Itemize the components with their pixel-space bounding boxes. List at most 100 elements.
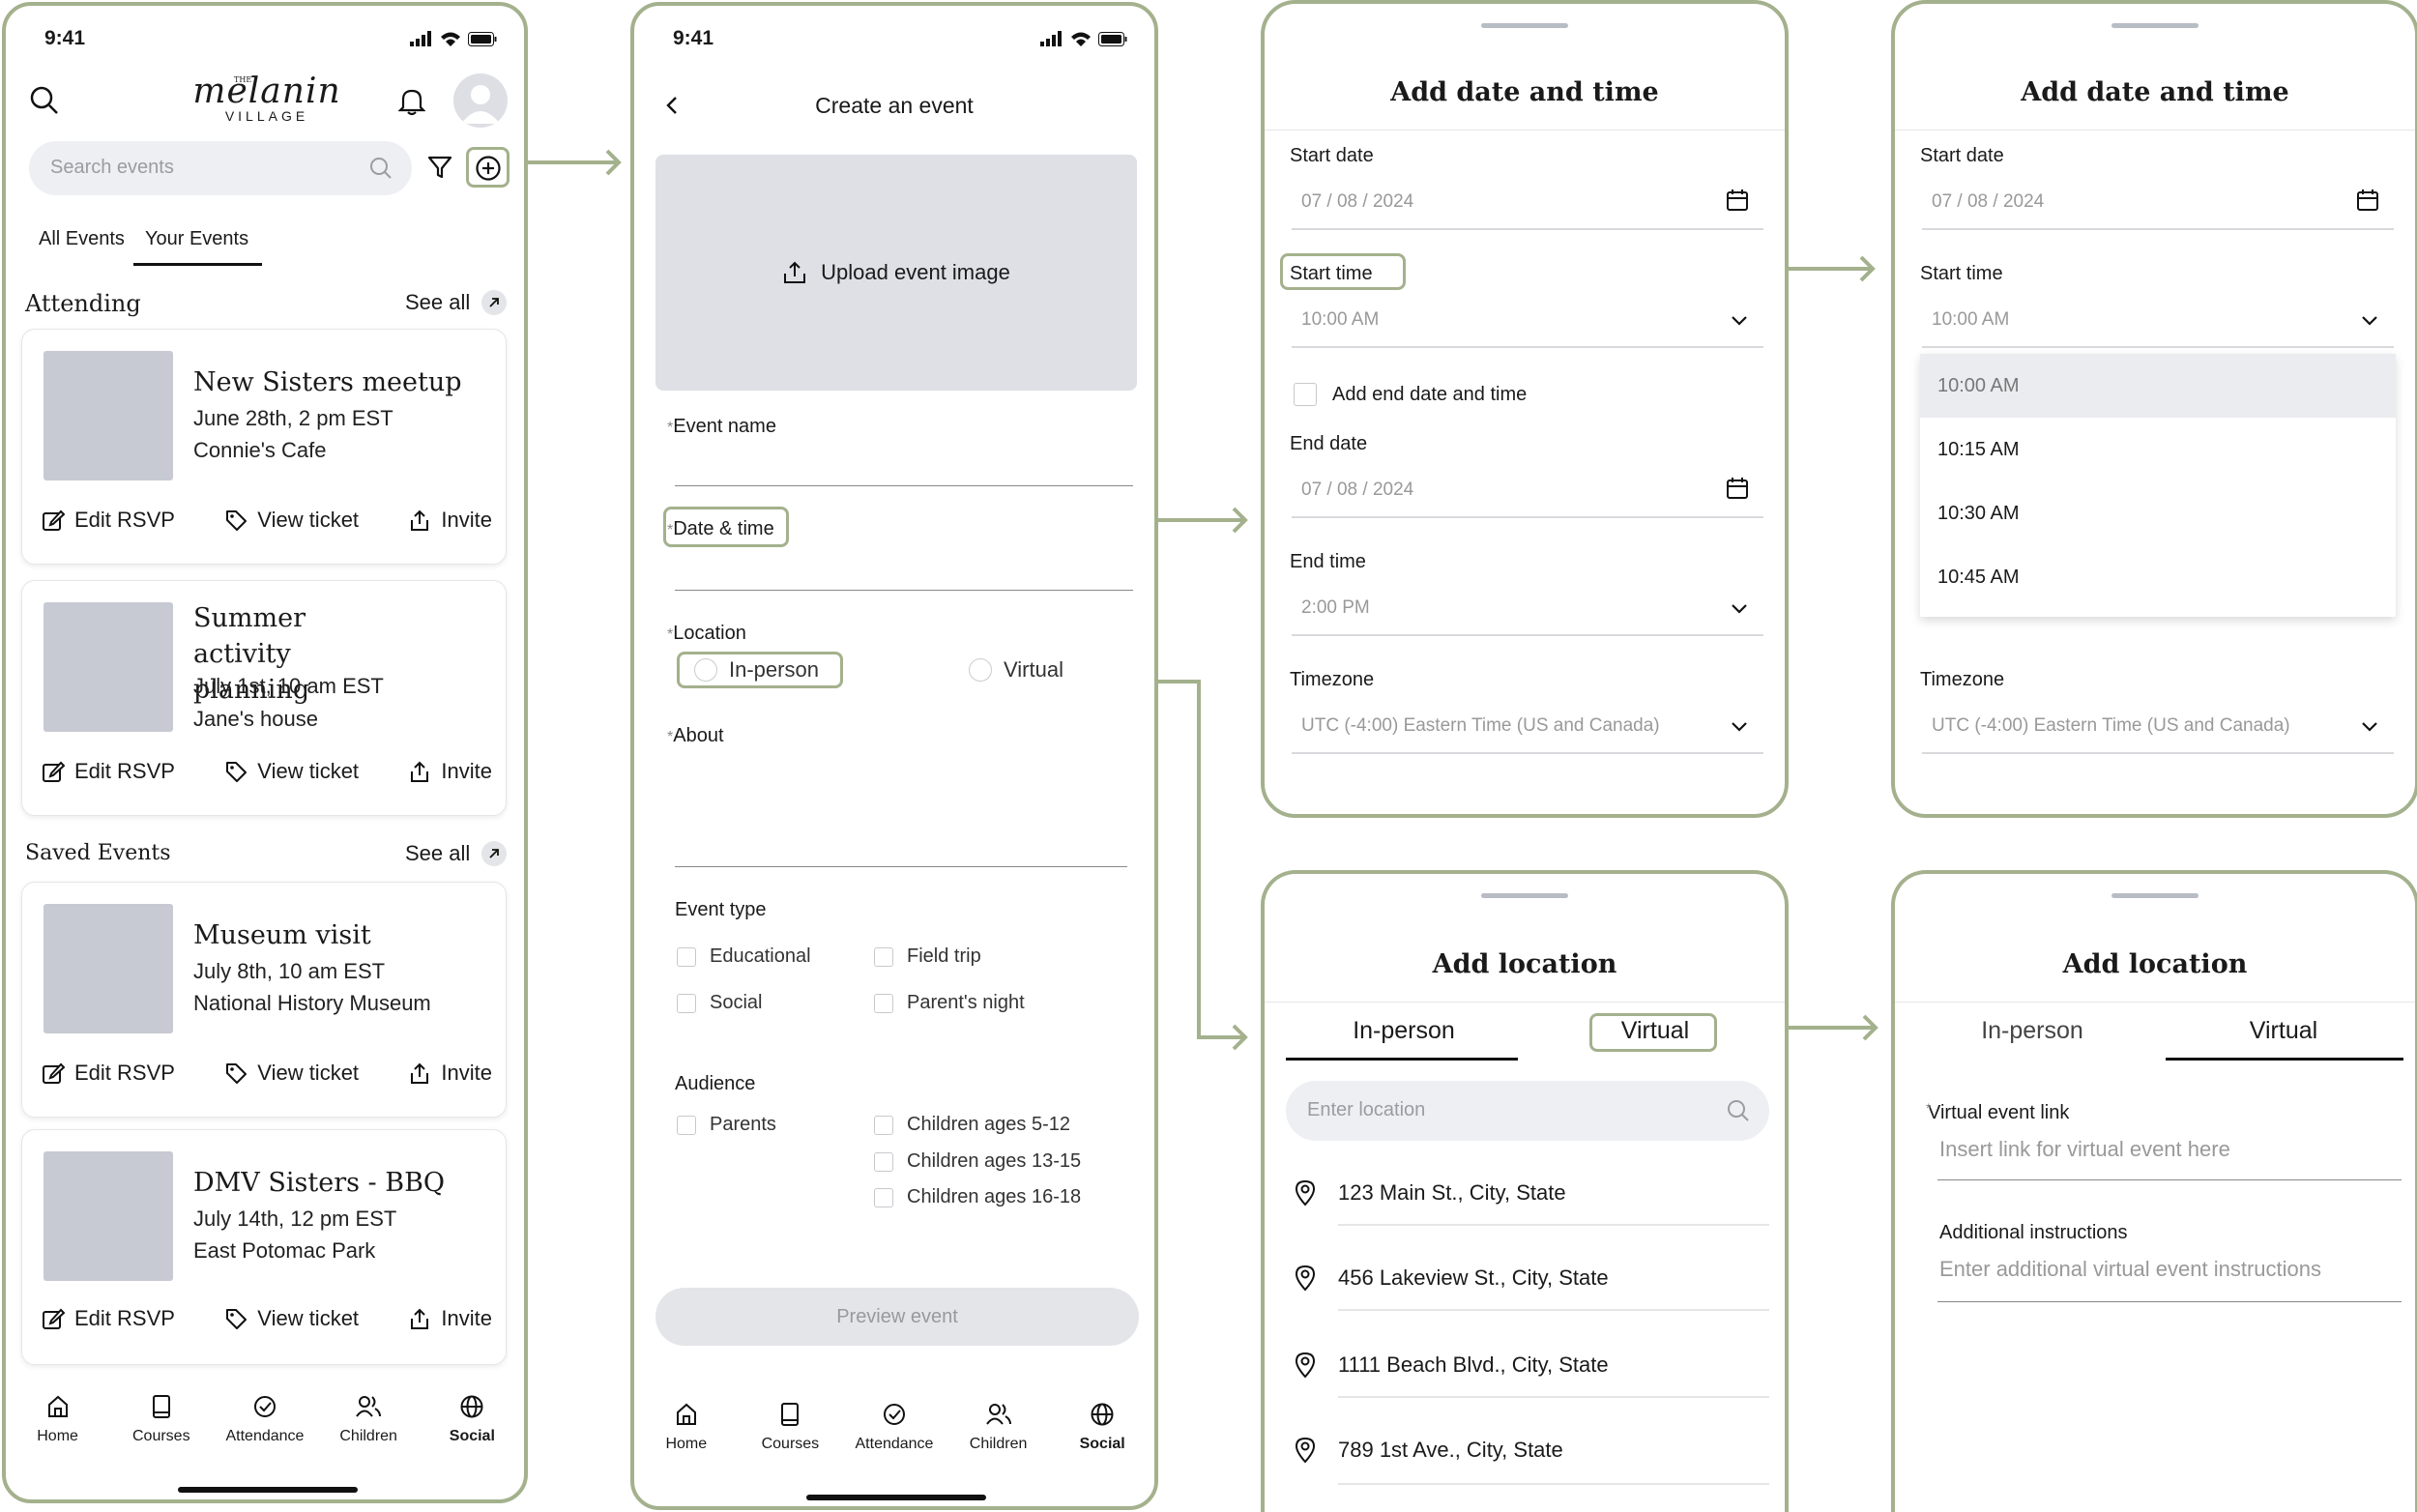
event-card[interactable]: New Sisters meetup June 28th, 2 pm EST C… [21,329,507,565]
chevron-down-icon[interactable] [2359,309,2380,331]
checkbox-social[interactable]: Social [677,992,762,1014]
location-in-person-sheet: Add location In-person Virtual Enter loc… [1261,870,1789,1512]
location-result[interactable]: 456 Lakeview St., City, State [1294,1265,1609,1292]
nav-home[interactable]: Home [643,1402,730,1453]
timezone-label: Timezone [1290,669,1375,690]
nav-social[interactable]: Social [428,1394,515,1445]
tab-your-events[interactable]: Your Events [145,228,249,249]
checkbox-field-trip[interactable]: Field trip [874,945,981,968]
nav-courses[interactable]: Courses [746,1402,833,1453]
chevron-down-icon[interactable] [2359,715,2380,737]
chevron-left-icon[interactable] [663,95,681,116]
time-option[interactable]: 10:00 AM [1920,354,2396,418]
location-search-input[interactable]: Enter location [1286,1081,1769,1141]
saved-see-all[interactable]: See all [405,841,508,866]
sheet-grabber[interactable] [1481,893,1568,898]
sheet-grabber[interactable] [1481,23,1568,28]
event-title: DMV Sisters - BBQ [193,1168,446,1198]
upload-image-area[interactable]: Upload event image [655,155,1137,391]
invite-button[interactable]: Invite [408,759,492,784]
tab-all-events[interactable]: All Events [39,228,125,249]
timezone-select[interactable]: UTC (-4:00) Eastern Time (US and Canada) [1301,715,1660,736]
nav-home[interactable]: Home [15,1394,102,1445]
view-ticket-button[interactable]: View ticket [224,1306,359,1331]
nav-children[interactable]: Children [325,1394,412,1445]
tab-in-person[interactable]: In-person [1353,1017,1455,1044]
radio-in-person[interactable]: In-person [694,657,819,683]
event-card[interactable]: Summer activity planning July 1st, 10 am… [21,580,507,816]
checkbox-educational[interactable]: Educational [677,945,811,968]
checkbox-parents[interactable]: Parents [677,1114,776,1136]
start-date-input[interactable]: 07 / 08 / 2024 [1301,191,1414,212]
sheet-grabber[interactable] [2111,893,2199,898]
sheet-title: Add date and time [1390,77,1659,107]
timezone-select[interactable]: UTC (-4:00) Eastern Time (US and Canada) [1932,715,2290,736]
start-time-select[interactable]: 10:00 AM [1932,309,2010,330]
invite-button[interactable]: Invite [408,1306,492,1331]
event-card[interactable]: DMV Sisters - BBQ July 14th, 12 pm EST E… [21,1129,507,1365]
location-result[interactable]: 123 Main St., City, State [1294,1179,1566,1207]
time-option[interactable]: 10:45 AM [1937,566,2020,588]
tag-icon [226,510,248,531]
tab-virtual[interactable]: Virtual [2249,1017,2318,1044]
attending-see-all[interactable]: See all [405,290,508,315]
calendar-icon[interactable] [1725,476,1750,501]
edit-rsvp-button[interactable]: Edit RSVP [42,1306,175,1331]
event-name-label: *Event name [667,416,776,437]
end-date-input[interactable]: 07 / 08 / 2024 [1301,480,1414,500]
event-card[interactable]: Museum visit July 8th, 10 am EST Nationa… [21,882,507,1118]
view-ticket-button[interactable]: View ticket [224,759,359,784]
start-time-select[interactable]: 10:00 AM [1301,309,1380,330]
status-time: 9:41 [673,27,714,49]
nav-attendance[interactable]: Attendance [221,1394,308,1445]
end-date-checkbox[interactable]: Add end date and time [1294,383,1527,406]
time-option[interactable]: 10:15 AM [1937,438,2020,460]
nav-children[interactable]: Children [955,1402,1042,1453]
tab-active-indicator [133,263,262,266]
checkbox-parents-night[interactable]: Parent's night [874,992,1025,1014]
event-name-input[interactable] [675,485,1133,486]
view-ticket-button[interactable]: View ticket [224,1061,359,1086]
preview-event-button[interactable]: Preview event [655,1288,1139,1346]
virtual-link-input[interactable]: Insert link for virtual event here [1939,1137,2230,1161]
start-date-input[interactable]: 07 / 08 / 2024 [1932,191,2045,212]
app-logo: THE melanin VILLAGE [192,72,341,125]
filter-icon[interactable] [427,155,452,180]
checkbox-children-5-12[interactable]: Children ages 5-12 [874,1114,1070,1136]
event-place: Jane's house [193,707,318,731]
tab-in-person[interactable]: In-person [1981,1017,2083,1044]
upload-label: Upload event image [821,260,1010,284]
search-input[interactable]: Search events [29,141,412,195]
nav-attendance[interactable]: Attendance [851,1402,938,1453]
edit-rsvp-button[interactable]: Edit RSVP [42,759,175,784]
date-time-input[interactable] [675,590,1133,591]
about-input[interactable] [675,866,1127,867]
location-result[interactable]: 1111 Beach Blvd., City, State [1294,1352,1609,1379]
radio-virtual[interactable]: Virtual [969,657,1063,683]
avatar[interactable] [453,73,508,128]
checkbox-children-13-15[interactable]: Children ages 13-15 [874,1150,1081,1173]
edit-rsvp-button[interactable]: Edit RSVP [42,508,175,533]
time-option[interactable]: 10:30 AM [1937,502,2020,524]
sheet-grabber[interactable] [2111,23,2199,28]
nav-courses[interactable]: Courses [118,1394,205,1445]
location-result[interactable]: 789 1st Ave., City, State [1294,1437,1563,1464]
invite-button[interactable]: Invite [408,1061,492,1086]
invite-button[interactable]: Invite [408,508,492,533]
view-ticket-button[interactable]: View ticket [224,508,359,533]
edit-rsvp-button[interactable]: Edit RSVP [42,1061,175,1086]
bell-icon[interactable] [398,87,425,116]
chevron-down-icon[interactable] [1729,597,1750,619]
chevron-down-icon[interactable] [1729,715,1750,737]
end-time-select[interactable]: 2:00 PM [1301,597,1370,618]
search-icon[interactable] [29,85,60,116]
instructions-input[interactable]: Enter additional virtual event instructi… [1939,1257,2321,1281]
calendar-icon[interactable] [1725,188,1750,213]
tab-virtual[interactable]: Virtual [1620,1017,1690,1044]
nav-social[interactable]: Social [1059,1402,1146,1453]
chevron-down-icon[interactable] [1729,309,1750,331]
calendar-icon[interactable] [2355,188,2380,213]
checkbox-children-16-18[interactable]: Children ages 16-18 [874,1186,1081,1208]
add-event-button[interactable] [475,155,502,182]
signal-icon [410,31,431,46]
